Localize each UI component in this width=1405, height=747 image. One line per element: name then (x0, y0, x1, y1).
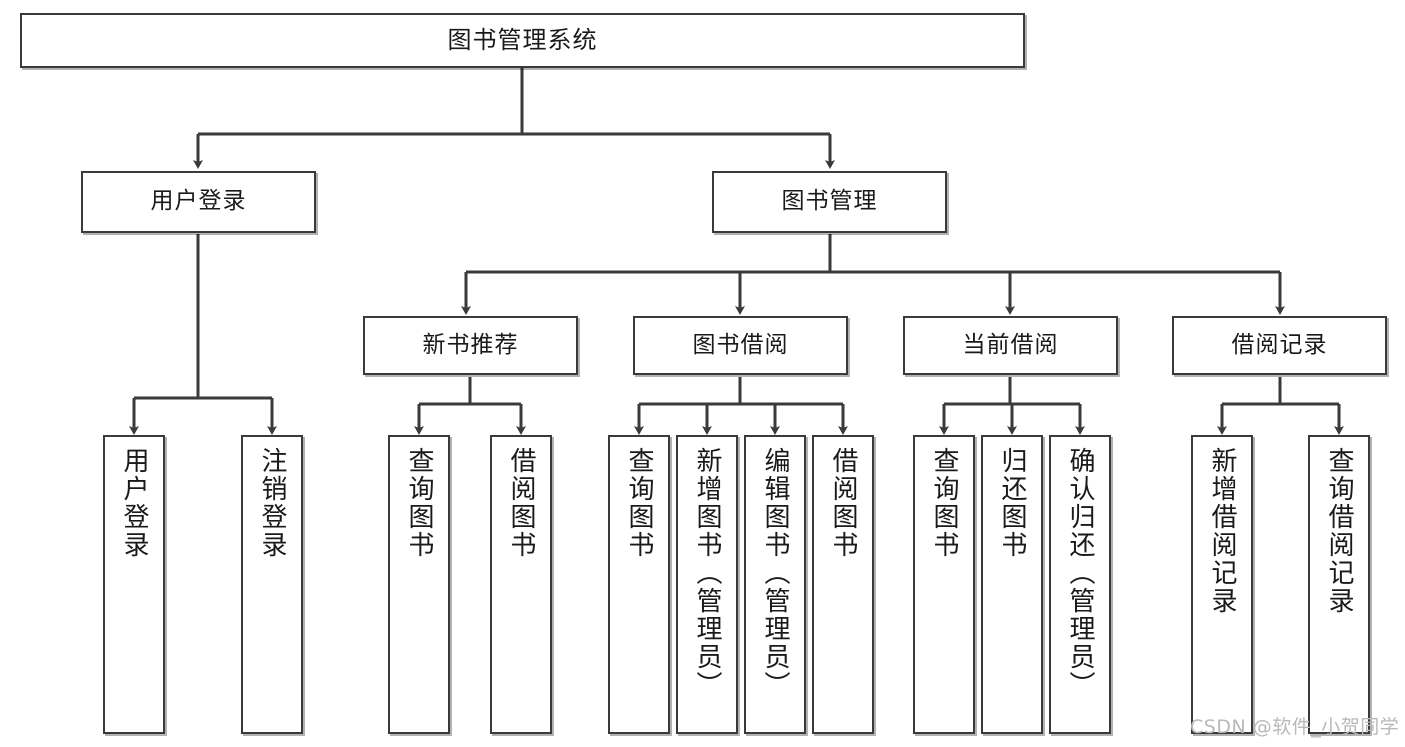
node-label: 图书借阅 (692, 331, 789, 358)
node-label: 编辑图书（管理员） (760, 447, 790, 699)
leaf-record-query-record[interactable]: 查询借阅记录 (1308, 435, 1370, 734)
leaf-current-return-book[interactable]: 归还图书 (981, 435, 1043, 734)
node-label: 注销登录 (257, 447, 287, 559)
node-label: 借阅图书 (506, 447, 536, 559)
node-label: 查询图书 (624, 447, 654, 559)
node-label: 新增借阅记录 (1207, 447, 1237, 615)
node-label: 用户登录 (119, 447, 149, 559)
node-borrow-record[interactable]: 借阅记录 (1172, 316, 1387, 375)
leaf-current-query-book[interactable]: 查询图书 (913, 435, 975, 734)
node-label: 归还图书 (997, 447, 1027, 559)
node-label: 借阅记录 (1231, 331, 1328, 358)
leaf-record-add-record[interactable]: 新增借阅记录 (1191, 435, 1253, 734)
node-label: 确认归还（管理员） (1065, 447, 1095, 699)
node-book-borrow[interactable]: 图书借阅 (633, 316, 848, 375)
node-label: 新增图书（管理员） (692, 447, 722, 699)
node-label: 查询借阅记录 (1324, 447, 1354, 615)
watermark: CSDN @软件_小贺同学 (1190, 716, 1400, 738)
leaf-current-confirm-return-admin[interactable]: 确认归还（管理员） (1049, 435, 1111, 734)
leaf-borrow-query-book[interactable]: 查询图书 (608, 435, 670, 734)
node-label: 新书推荐 (422, 331, 519, 358)
node-label: 查询图书 (929, 447, 959, 559)
node-label: 图书管理 (781, 188, 878, 215)
node-label: 用户登录 (150, 188, 247, 215)
leaf-borrow-edit-book-admin[interactable]: 编辑图书（管理员） (744, 435, 806, 734)
node-current-borrow[interactable]: 当前借阅 (903, 316, 1118, 375)
node-book-management[interactable]: 图书管理 (712, 171, 947, 233)
node-root[interactable]: 图书管理系统 (20, 13, 1025, 68)
leaf-borrow-borrow-book[interactable]: 借阅图书 (812, 435, 874, 734)
leaf-user-login-logout[interactable]: 注销登录 (241, 435, 303, 734)
node-new-book-recommend[interactable]: 新书推荐 (363, 316, 578, 375)
node-label: 当前借阅 (962, 331, 1059, 358)
node-label: 图书管理系统 (447, 26, 598, 55)
node-user-login[interactable]: 用户登录 (81, 171, 316, 233)
leaf-borrow-add-book-admin[interactable]: 新增图书（管理员） (676, 435, 738, 734)
leaf-recommend-borrow-book[interactable]: 借阅图书 (490, 435, 552, 734)
leaf-user-login-login[interactable]: 用户登录 (103, 435, 165, 734)
node-label: 借阅图书 (828, 447, 858, 559)
leaf-recommend-query-book[interactable]: 查询图书 (388, 435, 450, 734)
node-label: 查询图书 (404, 447, 434, 559)
